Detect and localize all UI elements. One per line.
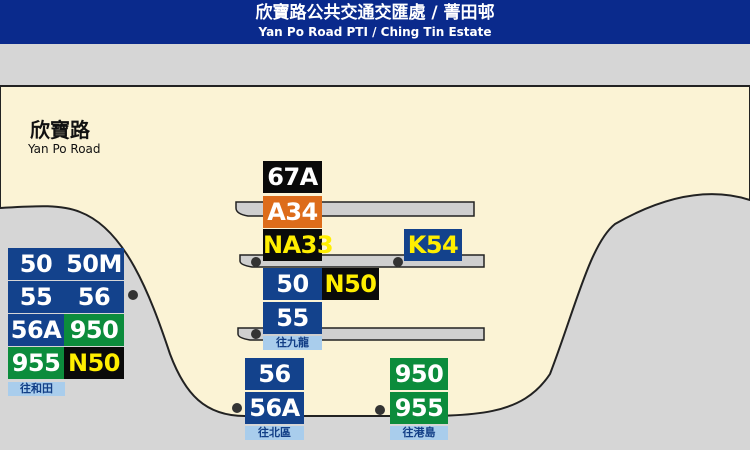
page-subtitle: Yan Po Road PTI / Ching Tin Estate: [258, 25, 492, 39]
road-label: 欣寶路 Yan Po Road: [28, 118, 101, 156]
route-sign[interactable]: 50M: [64, 248, 124, 280]
route-sign[interactable]: NA33: [263, 229, 334, 261]
route-sign[interactable]: 955: [8, 347, 64, 379]
destination-label: 往九龍: [263, 336, 322, 350]
route-sign[interactable]: 50: [263, 268, 322, 300]
route-sign[interactable]: 56A: [8, 314, 64, 346]
stop-marker: [128, 290, 138, 300]
route-sign[interactable]: A34: [263, 196, 322, 228]
header-bar: 欣寶路公共交通交匯處 / 菁田邨 Yan Po Road PTI / Ching…: [0, 0, 750, 44]
interchange-map: [0, 44, 750, 450]
route-sign[interactable]: 950: [64, 314, 124, 346]
route-sign[interactable]: 955: [390, 392, 448, 424]
route-sign[interactable]: 67A: [263, 161, 322, 193]
destination-label: 往北區: [245, 426, 304, 440]
route-sign[interactable]: 56: [64, 281, 124, 313]
stop-marker: [393, 257, 403, 267]
route-sign[interactable]: 56A: [245, 392, 304, 424]
route-sign[interactable]: 56: [245, 358, 304, 390]
destination-label: 往和田: [8, 382, 65, 396]
route-sign[interactable]: 50: [8, 248, 64, 280]
route-sign[interactable]: 55: [8, 281, 64, 313]
route-sign[interactable]: 950: [390, 358, 448, 390]
stop-marker: [232, 403, 242, 413]
road-name-en: Yan Po Road: [28, 142, 101, 156]
route-sign[interactable]: N50: [64, 347, 124, 379]
stop-marker: [375, 405, 385, 415]
road-name-zh: 欣寶路: [30, 118, 90, 142]
page-title: 欣寶路公共交通交匯處 / 菁田邨: [255, 3, 495, 23]
destination-label: 往港島: [390, 426, 448, 440]
stop-marker: [251, 257, 261, 267]
route-sign[interactable]: 55: [263, 302, 322, 334]
stop-marker: [251, 329, 261, 339]
route-sign[interactable]: N50: [322, 268, 379, 300]
route-sign[interactable]: K54: [404, 229, 462, 261]
